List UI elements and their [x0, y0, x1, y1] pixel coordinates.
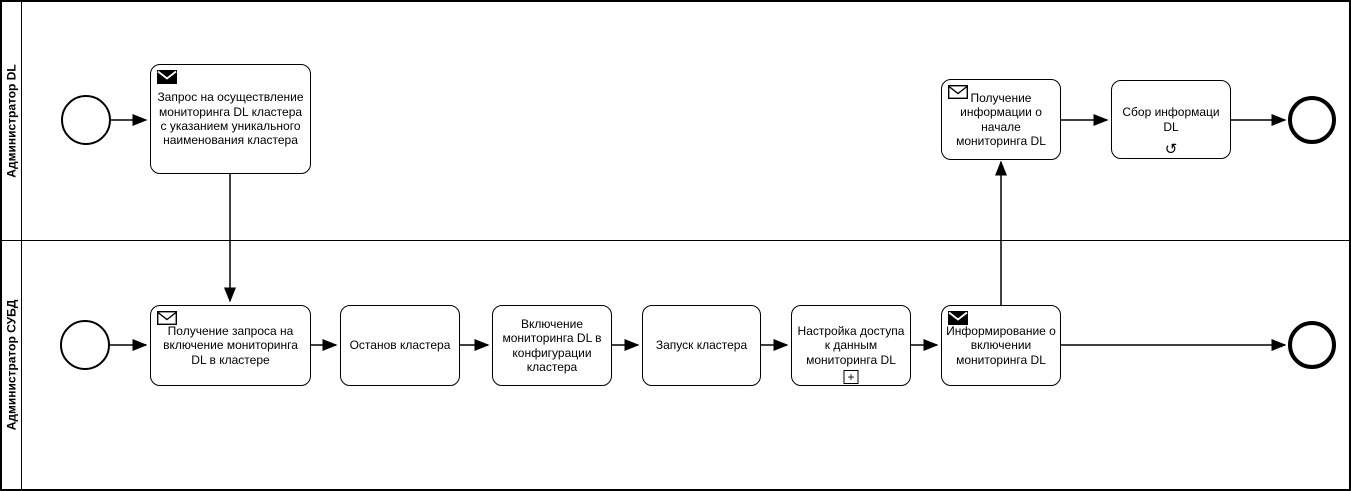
task-enable-monitoring[interactable]: Включение мониторинга DL в конфигурации …: [492, 305, 612, 386]
loop-marker-icon: ↺: [1164, 141, 1178, 158]
end-event-dl[interactable]: [1288, 96, 1336, 144]
task-label: Получение информации о начале мониторинг…: [956, 90, 1046, 148]
task-inform-enabled[interactable]: Информирование о включении мониторинга D…: [941, 305, 1061, 386]
message-receive-icon: [948, 85, 968, 99]
task-label: Сбор информаци DL: [1122, 105, 1220, 134]
lane-administrator-dl: Администратор DL: [2, 2, 22, 240]
task-receive-request[interactable]: Получение запроса на включение мониторин…: [150, 305, 311, 386]
task-start-cluster[interactable]: Запуск кластера: [642, 305, 761, 386]
lane-administrator-subd: Администратор СУБД: [2, 241, 22, 489]
task-label: Включение мониторинга DL в конфигурации …: [502, 316, 602, 374]
subprocess-plus-icon: +: [843, 370, 859, 384]
task-collect-info-dl[interactable]: Сбор информаци DL ↺: [1111, 80, 1231, 159]
start-event-dl[interactable]: [61, 95, 111, 145]
message-receive-icon: [157, 311, 177, 325]
lane-divider: [2, 240, 1349, 241]
task-label: Получение запроса на включение мониторин…: [163, 323, 298, 367]
task-label: Запуск кластера: [655, 338, 748, 353]
task-configure-access[interactable]: Настройка доступа к данным мониторинга D…: [791, 305, 911, 386]
task-request-monitoring[interactable]: Запрос на осуществление мониторинга DL к…: [150, 64, 311, 174]
start-event-subd[interactable]: [60, 320, 110, 370]
task-label: Останов кластера: [349, 338, 451, 353]
task-label: Информирование о включении мониторинга D…: [946, 323, 1056, 367]
task-receive-start-info[interactable]: Получение информации о начале мониторинг…: [941, 79, 1061, 160]
task-label: Настройка доступа к данным мониторинга D…: [797, 323, 905, 367]
message-send-icon: [157, 70, 177, 84]
message-send-icon: [948, 311, 968, 325]
task-label: Запрос на осуществление мониторинга DL к…: [157, 90, 304, 148]
end-event-subd[interactable]: [1288, 321, 1336, 369]
task-stop-cluster[interactable]: Останов кластера: [340, 305, 460, 386]
